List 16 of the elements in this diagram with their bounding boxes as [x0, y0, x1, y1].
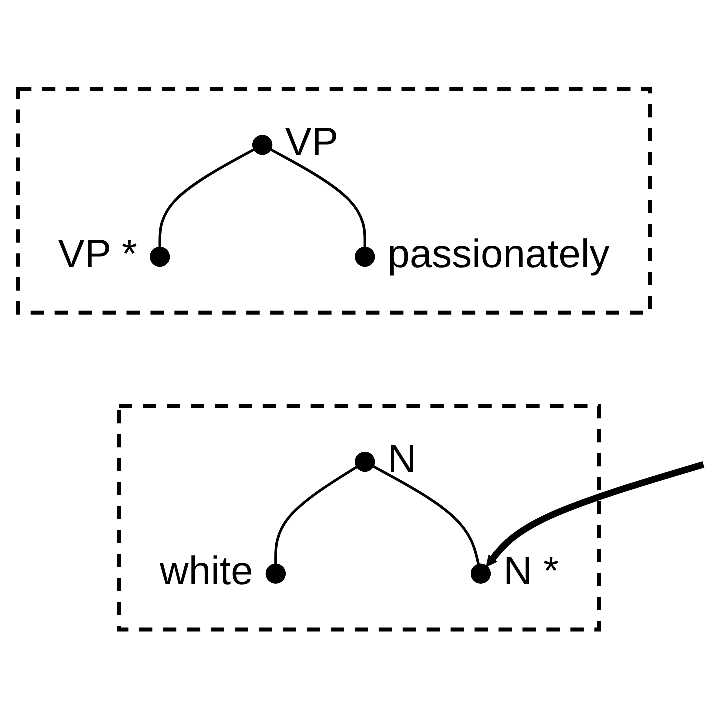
node-label: VP * — [58, 232, 138, 277]
tree-node-dot — [470, 564, 491, 584]
arrow — [486, 462, 705, 568]
connector-line — [158, 148, 256, 248]
node-label: VP — [285, 120, 339, 165]
tree-node-dot — [266, 564, 286, 584]
node-label: passionately — [388, 232, 610, 277]
connector-line — [372, 465, 480, 566]
dashed-frame — [16, 87, 652, 315]
tree-node-dot — [252, 135, 273, 156]
connector-line — [274, 466, 358, 565]
connector-line — [270, 148, 366, 248]
dashed-frame — [117, 404, 602, 632]
node-label: N * — [504, 549, 560, 594]
node-label: white — [160, 549, 254, 594]
node-label: N — [388, 438, 417, 482]
